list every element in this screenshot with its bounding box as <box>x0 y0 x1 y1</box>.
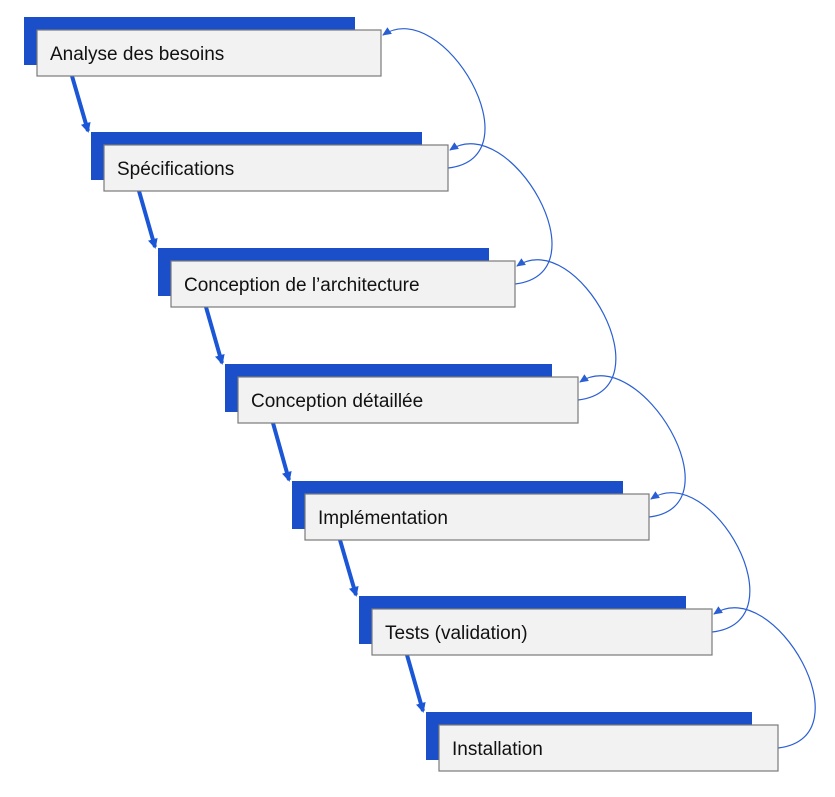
forward-arrow <box>137 190 158 249</box>
step-conception-detaillee: Conception détaillée <box>225 364 579 424</box>
step-label: Conception de l’architecture <box>184 275 420 296</box>
forward-arrow <box>405 654 426 713</box>
feedback-arrow <box>650 491 751 633</box>
forward-arrow <box>338 539 359 597</box>
step-conception-de-l-architecture: Conception de l’architecture <box>158 248 516 308</box>
step-analyse-des-besoins: Analyse des besoins <box>24 17 382 77</box>
step-tests-validation: Tests (validation) <box>359 596 713 656</box>
feedback-arrow <box>516 258 617 401</box>
feedback-arrow <box>579 374 686 518</box>
step-label: Implémentation <box>318 508 448 529</box>
step-box <box>438 724 779 772</box>
step-implementation: Implémentation <box>292 481 650 541</box>
step-label: Tests (validation) <box>385 623 528 644</box>
feedback-arrow <box>713 606 816 749</box>
step-box <box>170 260 516 308</box>
step-label: Spécifications <box>117 159 234 180</box>
step-box <box>371 608 713 656</box>
feedback-arrow <box>382 27 486 169</box>
step-box <box>237 376 579 424</box>
step-label: Conception détaillée <box>251 391 423 412</box>
forward-arrow <box>271 422 292 482</box>
forward-arrow <box>70 75 91 133</box>
step-installation: Installation <box>426 712 779 772</box>
forward-arrow <box>204 306 225 365</box>
steps: Analyse des besoinsSpécificationsConcept… <box>24 17 779 772</box>
step-label: Installation <box>452 739 543 760</box>
step-specifications: Spécifications <box>91 132 449 192</box>
forward-arrows <box>70 75 426 713</box>
step-box <box>304 493 650 541</box>
feedback-arrow <box>449 142 553 285</box>
step-label: Analyse des besoins <box>50 44 224 65</box>
step-box <box>103 144 449 192</box>
feedback-arrows <box>382 27 816 749</box>
step-box <box>36 29 382 77</box>
